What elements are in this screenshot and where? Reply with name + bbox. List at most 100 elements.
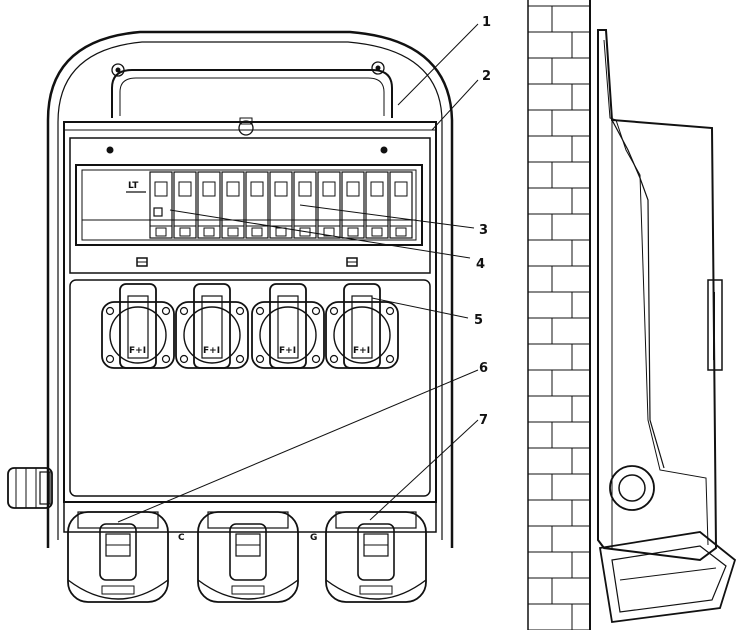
leader-2 [431,79,479,131]
breaker-terminal [323,227,335,237]
socket-screw [179,306,189,316]
side-cable-gland-inner [618,474,646,502]
socket-screw [255,354,265,364]
cable-gland [7,467,53,509]
enclosure-side-inner [603,39,709,546]
socket-screw [179,354,189,364]
breaker-terminal [251,227,263,237]
socket-label: F+I [279,346,296,356]
breaker-module [245,171,269,239]
breaker-terminal [347,227,359,237]
socket-face [259,306,317,364]
breaker-toggle [178,181,192,197]
breaker-module [341,171,365,239]
callout-leaders [117,23,479,523]
enclosure-side-profile [597,29,718,562]
side-view [527,0,737,630]
enclosure-side-lid [611,119,665,469]
bottom-socket-mark-1: C [178,533,185,543]
socket-screw [255,306,265,316]
breaker-toggle [346,181,360,197]
breaker-window [75,164,423,246]
top-screw-left-inner [115,67,121,73]
breaker-terminal [155,227,167,237]
leader-6 [117,369,479,523]
breaker-module [365,171,389,239]
circuit-breakers [149,171,413,239]
top-screw-right-inner [375,65,381,71]
breaker-toggle [154,181,168,197]
socket-label: F+I [129,346,146,356]
socket-flap-inner [127,295,149,359]
cee-socket-collar [207,511,289,529]
callout-1: 1 [482,15,491,30]
callout-6: 6 [479,361,488,376]
socket-label: F+I [353,346,370,356]
breaker-toggle [226,181,240,197]
carry-handle-inner [119,77,385,116]
socket-screw [385,306,395,316]
socket-screw [105,354,115,364]
cee-sockets [67,511,427,603]
socket-screw [161,306,171,316]
enclosure-inner-shell [57,41,443,540]
callout-2: 2 [482,69,491,84]
socket-face [109,306,167,364]
breaker-module [269,171,293,239]
socket-screw [385,354,395,364]
carry-handle [111,69,393,118]
cable-gland-body [7,467,53,509]
breaker-toggle [202,181,216,197]
socket-flap-inner [201,295,223,359]
leader-4 [169,209,471,259]
side-cee-socket-lid [611,545,727,613]
socket-flap [269,283,307,369]
cable-gland-nut [39,471,51,505]
breaker-module [317,171,341,239]
cee-socket-base-curve [325,579,427,600]
socket-flap [193,283,231,369]
breaker-toggle [322,181,336,197]
cee-socket-label-plate [101,585,135,595]
breaker-module [149,171,173,239]
socket-face [333,306,391,364]
lid-latch-tab [239,117,253,125]
socket-flap-inner [351,295,373,359]
lid-latch [238,120,254,136]
cee-socket-flap [357,523,395,581]
cee-socket-housing [197,511,299,603]
top-screw-right [371,61,385,75]
lid-screw-right [380,146,388,154]
socket-face [183,306,241,364]
brick-wall [527,0,590,630]
side-cee-socket-rib [619,567,717,581]
leader-3 [299,204,475,229]
breaker-mark: LT [128,181,139,191]
cee-socket-collar [335,511,417,529]
socket-screw [329,354,339,364]
breaker-window-inner [81,169,417,241]
cee-socket-flap [99,523,137,581]
leader-5 [371,297,469,319]
socket-panel [69,279,431,497]
cee-socket-base-curve [197,579,299,600]
cee-socket-label-plate [231,585,265,595]
callout-7: 7 [479,413,488,428]
cee-socket-housing [325,511,427,603]
socket-flap [343,283,381,369]
breaker-terminal [203,227,215,237]
breaker-terminal [371,227,383,237]
socket-screw [161,354,171,364]
socket-flap-inner [277,295,299,359]
callout-3: 3 [479,223,488,238]
callout-4: 4 [476,257,485,272]
breaker-toggle [250,181,264,197]
transparent-lid [69,137,431,274]
socket-screw [235,354,245,364]
side-cable-gland [609,465,655,511]
socket-screw [105,306,115,316]
cee-socket-base-curve [67,579,169,600]
